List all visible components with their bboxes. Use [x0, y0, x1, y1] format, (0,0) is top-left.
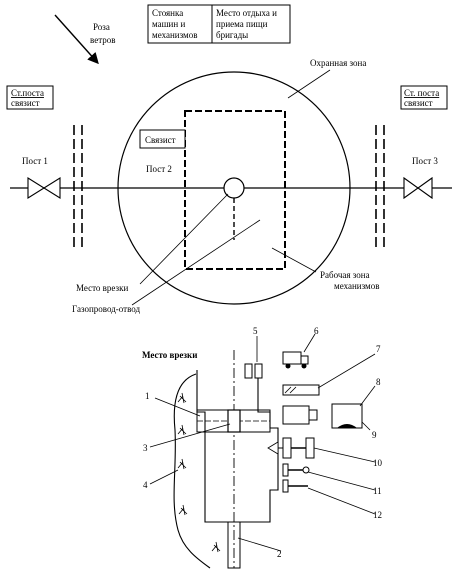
equipment-11	[282, 463, 310, 477]
soil-hatching	[177, 392, 221, 553]
equipment-12	[282, 479, 308, 493]
callout-8: 8	[376, 377, 381, 387]
callout-1: 1	[145, 391, 150, 401]
work-zone-label-2: механизмов	[334, 281, 379, 291]
equipment-8	[282, 405, 310, 425]
trench-outline	[196, 370, 279, 523]
legend-rest-1: Место отдыха и	[216, 8, 277, 18]
work-zone-label-1: Рабочая зона	[320, 270, 370, 280]
legend-parking-1: Стоянка	[152, 8, 183, 18]
wind-arrow	[54, 14, 99, 65]
callout-9: 9	[372, 430, 377, 440]
equipment-10	[267, 437, 315, 459]
legend-box: Стоянка машин и механизмов Место отдыха …	[147, 4, 291, 44]
branch-leader	[131, 219, 261, 306]
legend-rest-3: бригады	[216, 30, 248, 40]
legend-rest-2: приема пищи	[216, 19, 268, 29]
fitting-3	[227, 409, 241, 433]
equipment-9-base	[337, 424, 357, 428]
legend-parking-2: машин и	[152, 19, 185, 29]
comm-post-left-box	[6, 85, 54, 110]
truck-icon	[282, 351, 309, 369]
callout-3: 3	[143, 443, 148, 453]
equipment-7-hatch	[284, 386, 297, 394]
wind-rose-label-1: Роза	[93, 22, 110, 32]
work-zone-leader	[271, 247, 317, 273]
callout-2: 2	[277, 549, 282, 559]
valve-post-1	[27, 177, 61, 199]
callout-10: 10	[373, 458, 383, 468]
comm-post-right-label-1: Ст. поста	[404, 88, 439, 98]
callout-11: 11	[373, 486, 382, 496]
cut-in-place-label: Место врезки	[76, 283, 128, 293]
comm-post-right-label-2: связист	[404, 98, 433, 108]
detail-title: Место врезки	[142, 350, 197, 360]
signalman-label: Связист	[145, 135, 176, 145]
callout-4: 4	[143, 480, 148, 490]
cut-in-leader	[139, 193, 229, 285]
protection-zone-label: Охранная зона	[310, 58, 366, 68]
wind-rose-label-2: ветров	[90, 35, 115, 45]
comm-post-left-label-1: Ст.поста	[11, 88, 44, 98]
protection-zone-leader	[287, 69, 331, 99]
wind-rose: Роза ветров	[54, 14, 115, 65]
equipment-5b	[254, 363, 263, 379]
post-2-label: Пост 2	[146, 164, 172, 174]
callout-5: 5	[253, 326, 258, 336]
post-3-label: Пост 3	[412, 156, 438, 166]
number-leaders	[149, 333, 376, 552]
comm-post-left-label-2: связист	[11, 98, 40, 108]
callout-7: 7	[376, 344, 381, 354]
signalman-box	[139, 129, 186, 149]
equipment-8-motor	[308, 409, 318, 421]
comm-post-right-box	[400, 85, 448, 110]
branch-pipeline-label: Газопровод-отвод	[72, 304, 141, 314]
spoil-mound	[173, 373, 211, 569]
work-zone-rect	[184, 110, 286, 270]
post-1-label: Пост 1	[22, 156, 48, 166]
equipment-7	[282, 384, 320, 396]
callout-6: 6	[314, 326, 319, 336]
callout-12: 12	[373, 510, 382, 520]
legend-parking-3: механизмов	[152, 30, 197, 40]
valve-post-3	[403, 176, 433, 200]
equipment-5a	[244, 363, 253, 379]
